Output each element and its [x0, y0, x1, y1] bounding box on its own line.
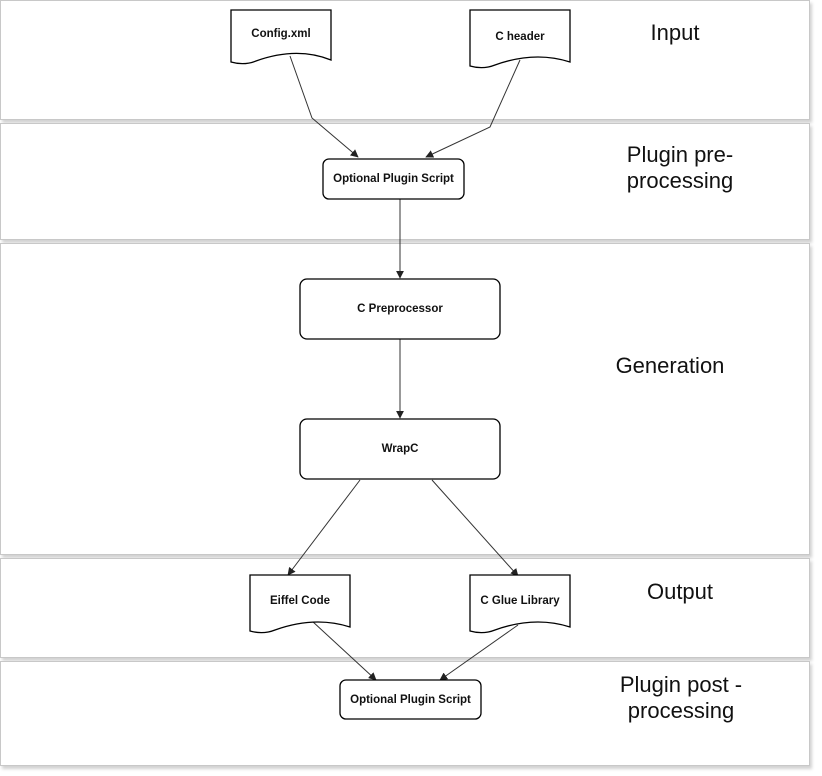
lane-label-input: Input [650, 20, 700, 45]
node-wrapc-label: WrapC [381, 443, 419, 455]
lane-label-plugin-pre-line2: processing [626, 167, 734, 193]
lane-label-generation: Generation [615, 353, 725, 378]
edge-config-to-plugin-pre [289, 55, 359, 158]
node-c-glue-library-shape [469, 574, 571, 634]
node-config-xml-shape [230, 9, 332, 65]
node-config-xml-label: Config.xml [251, 28, 311, 40]
lane-label-plugin-pre-line1: Plugin pre- [626, 142, 734, 167]
node-c-preprocessor-shape [299, 278, 501, 340]
lane-output [0, 558, 810, 658]
node-plugin-post-shape [339, 679, 482, 720]
edge-eiffel-to-plugin-post [311, 620, 377, 681]
node-eiffel-code-label: Eiffel Code [269, 595, 331, 607]
node-c-glue-library-label: C Glue Library [480, 595, 560, 607]
node-plugin-pre-shape [322, 158, 465, 200]
node-plugin-post-label: Optional Plugin Script [350, 693, 471, 706]
node-plugin-pre-label: Optional Plugin Script [333, 173, 454, 185]
lane-input [0, 0, 810, 120]
lane-label-plugin-post: Plugin post - processing [596, 672, 766, 724]
edge-glue-to-plugin-post [439, 624, 519, 681]
edge-wrapc-to-eiffel [287, 479, 361, 576]
node-c-header-label: C header [495, 31, 545, 43]
node-eiffel-code-shape [249, 574, 351, 634]
lane-label-output: Output [646, 579, 714, 604]
lane-label-plugin-post-line1: Plugin post - [619, 672, 743, 697]
edge-wrapc-to-glue [431, 479, 519, 577]
edge-cheader-to-plugin-pre [425, 59, 521, 158]
lane-label-plugin-pre: Plugin pre- processing [600, 142, 760, 194]
node-c-preprocessor-label: C Preprocessor [357, 303, 443, 315]
lane-label-plugin-post-line2: processing [627, 697, 735, 723]
node-c-header-shape [469, 9, 571, 69]
node-wrapc-shape [299, 418, 501, 480]
